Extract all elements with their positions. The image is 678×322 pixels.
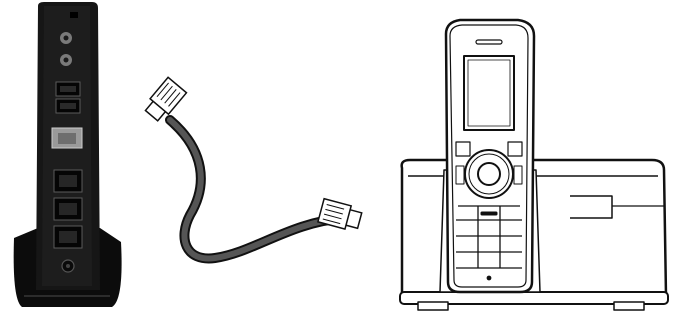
base-foot-left xyxy=(418,302,448,310)
power-button-icon xyxy=(62,260,74,272)
phone-jack-icon xyxy=(56,99,80,113)
rj45-plug-icon xyxy=(142,77,186,123)
ethernet-cable xyxy=(142,77,362,258)
base-foot-right xyxy=(614,302,644,310)
cordless-phone xyxy=(400,20,668,310)
ethernet-port-icon xyxy=(54,226,82,248)
call-key xyxy=(456,166,464,184)
ethernet-port-icon xyxy=(52,128,82,148)
phone-jack-icon xyxy=(56,82,80,96)
end-key xyxy=(514,166,522,184)
right-softkey xyxy=(508,142,522,156)
microphone-icon xyxy=(487,276,491,280)
navigation-ring-icon xyxy=(465,150,513,198)
handset-screen xyxy=(464,56,514,130)
keypad-marker xyxy=(481,212,497,215)
ethernet-port-icon xyxy=(54,170,82,192)
left-softkey xyxy=(456,142,470,156)
coax-connector-icon xyxy=(60,32,72,44)
rj45-plug-icon xyxy=(318,199,363,233)
cable-outline xyxy=(170,120,345,258)
coax-connector-icon xyxy=(60,54,72,66)
modem-vent xyxy=(70,12,78,18)
ethernet-port-icon xyxy=(54,198,82,220)
modem-gateway xyxy=(14,2,122,307)
earpiece-icon xyxy=(476,40,502,44)
